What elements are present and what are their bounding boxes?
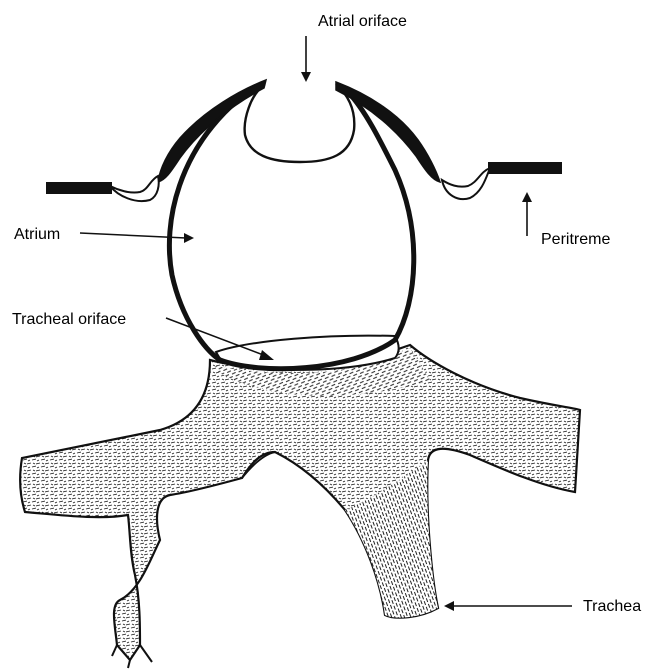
atrium-label: Atrium [14, 226, 60, 244]
atrial-oriface-label: Atrial oriface [318, 13, 407, 31]
tracheal-oriface-label: Tracheal oriface [12, 311, 126, 329]
trachea-label: Trachea [583, 598, 641, 616]
atrial-oriface-cup [245, 84, 355, 162]
right-peritreme [442, 162, 562, 199]
left-peritreme [46, 176, 159, 201]
trachea-trunk [20, 345, 580, 668]
peritreme-label: Peritreme [541, 231, 610, 249]
